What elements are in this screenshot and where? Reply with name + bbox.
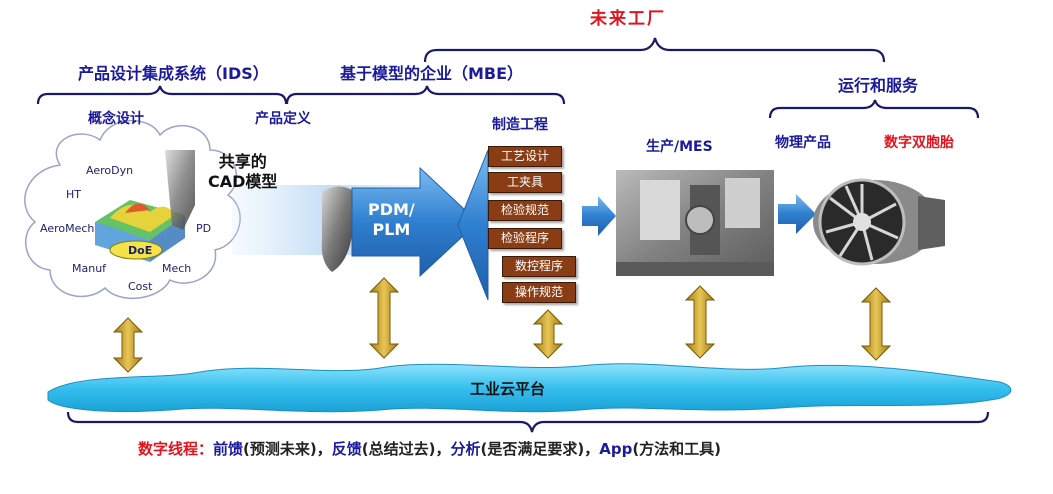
physical-product-label: 物理产品	[775, 135, 831, 151]
brace-future-factory	[423, 37, 886, 63]
product-blade-icon	[321, 186, 352, 272]
cloud-word-mech: Mech	[162, 262, 192, 275]
sync-arrow-production	[684, 285, 716, 359]
app-desc: (方法和工具)	[632, 440, 722, 458]
step-nc-program: 数控程序	[502, 256, 576, 277]
future-factory-label: 未来工厂	[590, 9, 666, 29]
shared-cad-line2: CAD模型	[208, 172, 278, 191]
feedback-desc: (总结过去)，	[361, 440, 451, 458]
shared-cad-model-label: 共享的 CAD模型	[208, 152, 277, 192]
turbine-blade-icon	[165, 150, 195, 230]
production-machine-photo	[616, 170, 774, 276]
cloud-word-ht: HT	[66, 188, 81, 201]
analysis-label: 分析	[450, 440, 481, 458]
brace-operations	[768, 99, 980, 119]
arrow-to-production	[582, 196, 616, 236]
product-definition-label: 产品定义	[255, 111, 311, 127]
step-process-design: 工艺设计	[488, 146, 562, 167]
cloud-word-cost: Cost	[128, 280, 153, 293]
concept-design-label: 概念设计	[88, 111, 144, 127]
feedforward-label: 前馈	[213, 440, 244, 458]
cloud-word-manuf: Manuf	[72, 262, 107, 275]
sync-arrow-pdm	[368, 277, 400, 359]
cloud-word-doe: DoE	[128, 244, 153, 257]
pdm-plm-label: PDM/ PLM	[368, 200, 415, 240]
digital-twin-label: 数字双胞胎	[884, 135, 954, 151]
cloud-word-aerodyn: AeroDyn	[86, 164, 134, 177]
feedforward-desc: (预测未来)，	[243, 440, 332, 458]
industrial-cloud-platform-label: 工业云平台	[470, 380, 546, 398]
brace-mbe	[285, 85, 566, 105]
sync-arrow-product	[860, 287, 892, 361]
cloud-platform	[47, 363, 1012, 413]
sync-arrow-manufacturing	[532, 309, 564, 359]
brace-digital-thread	[66, 411, 990, 433]
step-inspection-spec: 检验规范	[488, 200, 562, 221]
app-label: App	[599, 440, 633, 458]
step-inspection-program: 检验程序	[488, 228, 562, 249]
pdm-plm-arrow	[351, 166, 479, 278]
doe-surface-plot	[95, 200, 185, 262]
feedback-label: 反馈	[331, 440, 362, 458]
funnel-triangle	[457, 149, 489, 301]
cloud-word-pd: PD	[196, 222, 212, 235]
step-operation-spec: 操作规范	[502, 282, 576, 303]
plm-line: PLM	[372, 220, 411, 239]
digital-thread-label: 数字线程：	[138, 440, 214, 458]
manufacturing-engineering-label: 制造工程	[492, 117, 548, 133]
digital-thread-caption: 数字线程：前馈(预测未来)，反馈(总结过去)，分析(是否满足要求)，App(方法…	[138, 438, 721, 459]
arrow-to-product	[778, 194, 816, 234]
production-mes-label: 生产/MES	[646, 139, 713, 155]
operations-label: 运行和服务	[838, 76, 919, 95]
mbe-label: 基于模型的企业（MBE）	[340, 64, 524, 83]
ids-label: 产品设计集成系统（IDS）	[78, 64, 269, 83]
analysis-desc: (是否满足要求)，	[480, 440, 600, 458]
sync-arrow-concept	[112, 317, 144, 373]
jet-engine-image	[813, 178, 945, 266]
step-fixtures: 工夹具	[488, 172, 562, 193]
cloud-word-aeromech: AeroMech	[40, 222, 95, 235]
brace-ids	[36, 85, 288, 105]
shared-cad-line1: 共享的	[218, 152, 267, 171]
pdm-line: PDM/	[368, 200, 415, 219]
